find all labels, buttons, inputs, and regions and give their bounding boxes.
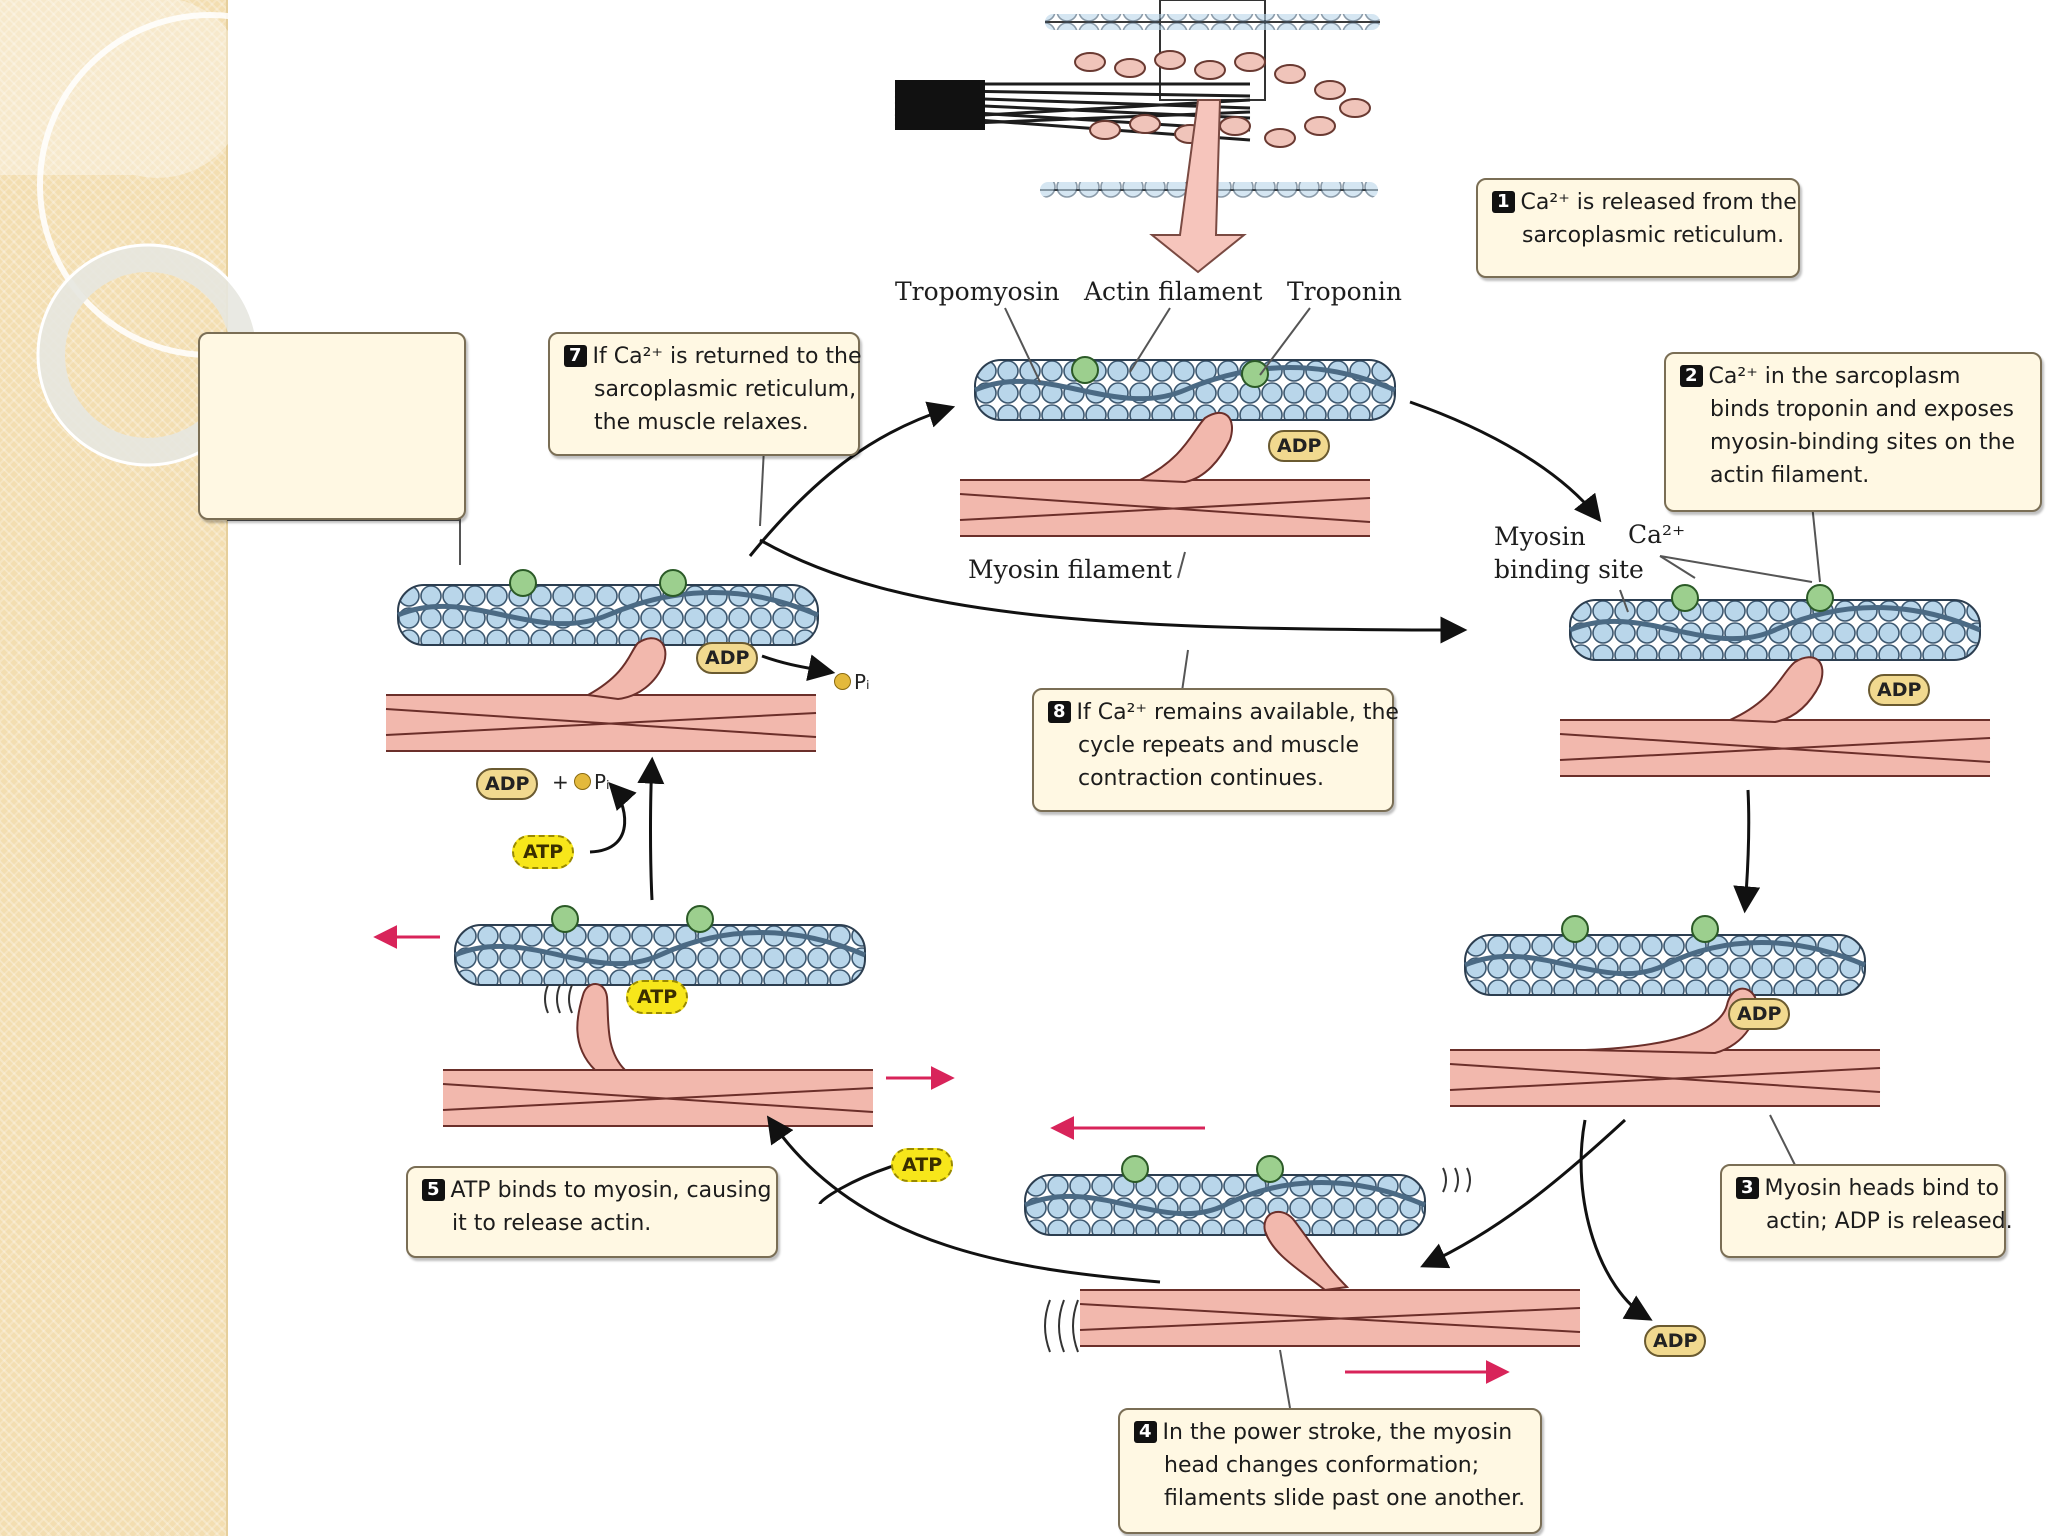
step-7-line-1: If Ca²⁺ is returned to the — [592, 344, 862, 369]
panel-bottom — [1024, 1155, 1581, 1347]
sarcomere-illustration — [894, 0, 1380, 274]
step-2-line-2: binds troponin and exposes — [1710, 397, 2014, 422]
adp-badge-top: ADP — [1268, 430, 1331, 462]
phosphate-icon — [574, 773, 591, 790]
step-5-line-1: ATP binds to myosin, causing — [450, 1178, 772, 1203]
panel-right — [1559, 584, 1991, 777]
cycle-arrows — [589, 400, 1761, 1321]
phosphate-label: Pᵢ — [854, 670, 870, 694]
label-troponin: Troponin — [1287, 277, 1402, 306]
label-myosin-filament: Myosin filament — [968, 555, 1172, 584]
adp-badge-right-lower: ADP — [1728, 998, 1791, 1030]
panel-top — [959, 356, 1396, 537]
step-5-line-2: it to release actin. — [452, 1211, 652, 1236]
step-1-number: 1 — [1492, 191, 1515, 213]
phosphate-released: Pᵢ — [834, 670, 870, 694]
phosphate-label: Pᵢ — [594, 770, 610, 794]
motion-marks — [544, 984, 1471, 1353]
step-5-number: 5 — [422, 1179, 445, 1201]
label-tropomyosin: Tropomyosin — [895, 277, 1060, 306]
step-1-line-1: Ca²⁺ is released from the — [1520, 190, 1797, 215]
panel-left-upper — [385, 569, 819, 752]
label-actin-filament: Actin filament — [1084, 277, 1263, 306]
step-8-number: 8 — [1048, 701, 1071, 723]
step-7-line-2: sarcoplasmic reticulum, — [594, 377, 857, 402]
step-2-line-4: actin filament. — [1710, 463, 1870, 488]
step-7-number: 7 — [564, 345, 587, 367]
adp-badge-right: ADP — [1868, 674, 1931, 706]
adp-badge-released: ADP — [1644, 1325, 1707, 1357]
step-4-number: 4 — [1134, 1421, 1157, 1443]
sliding-arrows — [373, 925, 1510, 1384]
label-myosin-binding-2: binding site — [1494, 555, 1644, 584]
atp-badge-incoming: ATP — [891, 1148, 954, 1182]
step-3-line-1: Myosin heads bind to — [1764, 1176, 1999, 1201]
step-4-line-1: In the power stroke, the myosin — [1162, 1420, 1513, 1445]
plus-sign: + — [552, 770, 569, 794]
callout-step-6 — [198, 332, 466, 520]
step-2-line-1: Ca²⁺ in the sarcoplasm — [1708, 364, 1961, 389]
step-2-number: 2 — [1680, 365, 1703, 387]
step-8-line-2: cycle repeats and muscle — [1078, 733, 1359, 758]
phosphate-hydrolysis: Pᵢ — [574, 770, 610, 794]
adp-badge-left: ADP — [696, 642, 759, 674]
step-3-line-2: actin; ADP is released. — [1766, 1209, 2013, 1234]
step-1-line-2: sarcoplasmic reticulum. — [1522, 223, 1785, 248]
step-3-number: 3 — [1736, 1177, 1759, 1199]
panel-right-lower — [1449, 915, 1881, 1107]
atp-badge-bound: ATP — [626, 980, 689, 1014]
step-4-line-2: head changes conformation; — [1164, 1453, 1480, 1478]
sidebar-edge — [226, 0, 228, 1536]
step-8-line-3: contraction continues. — [1078, 766, 1324, 791]
phosphate-icon — [834, 673, 851, 690]
label-calcium: Ca²⁺ — [1628, 520, 1686, 549]
panel-left-lower — [442, 905, 874, 1127]
adp-badge-hydrolysis: ADP — [476, 768, 539, 800]
atp-badge-hydrolysis: ATP — [512, 835, 575, 869]
decorative-rings — [0, 0, 383, 467]
step-2-line-3: myosin-binding sites on the — [1710, 430, 2016, 455]
step-8-line-1: If Ca²⁺ remains available, the — [1076, 700, 1399, 725]
step-4-line-3: filaments slide past one another. — [1164, 1486, 1526, 1511]
label-myosin-binding-1: Myosin — [1494, 522, 1586, 551]
step-7-line-3: the muscle relaxes. — [594, 410, 809, 435]
